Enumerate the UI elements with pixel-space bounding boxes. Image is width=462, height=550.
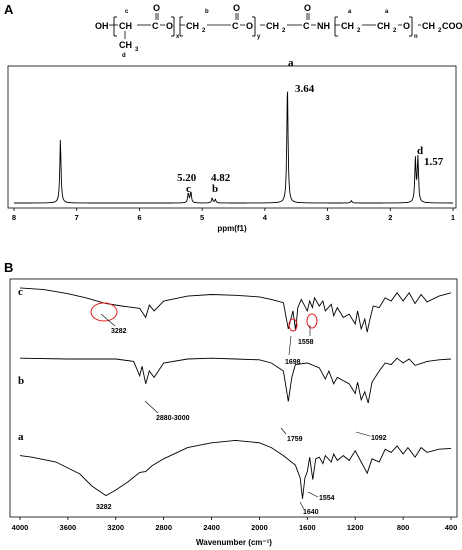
nmr-plot-frame [7,65,457,209]
struct-o2: O [246,21,253,31]
nmr-peak-label-a: a [288,57,294,69]
label-a-1: a [348,9,352,15]
panel-b-label: B [4,260,13,275]
ftir-chart: 4000 3600 3200 2800 2400 2000 1600 1200 800 400 W… [9,278,458,547]
ftir-plot-frame [9,278,458,518]
nmr-x-axis-title: ppm(f1) [217,224,247,233]
struct-ch3: CH [119,40,132,50]
nmr-tick-label: 8 [12,213,16,222]
subscript-2: 2 [438,28,442,34]
panel-a-label: A [4,2,14,17]
label-c: c [125,9,129,15]
ftir-ann-1554: 1554 [319,495,335,502]
nmr-tick-label: 1 [451,213,455,222]
nmr-peak-label-c: c [186,183,191,195]
highlight-circle-3282 [90,302,118,322]
ftir-tick-label: 2000 [251,523,268,532]
subscript-2: 2 [357,28,361,34]
ftir-tick-label: 3600 [60,523,77,532]
label-d: d [122,53,126,59]
ftir-tick-label: 4000 [12,523,29,532]
nmr-peak-label-b: b [212,183,218,195]
nmr-tick-label: 4 [263,213,268,222]
ftir-trace-b [19,357,452,404]
carbonyl-o-1: O [153,3,160,13]
ftir-ann-1640: 1640 [303,509,319,516]
sub-n: n [414,34,418,40]
ftir-ann-2880-3000: 2880-3000 [156,415,190,422]
ftir-ann-1558: 1558 [298,339,314,346]
label-a-2: a [385,9,389,15]
chemical-structure: O O O c b a a OH CH C O x CH 2 [95,3,462,59]
ftir-tick-label: 400 [445,523,458,532]
struct-ch2-c: CH [266,21,279,31]
struct-ch: CH [119,21,132,31]
nmr-tick-label: 6 [137,213,141,222]
struct-ch2-a1: CH [341,21,354,31]
nmr-tick-label: 3 [325,213,329,222]
ftir-x-axis-title: Wavenumber (cm⁻¹) [196,538,272,547]
carbonyl-o-2: O [233,3,240,13]
ftir-trace-label-b: b [18,375,24,387]
ftir-tick-label: 800 [397,523,410,532]
nmr-tick-label: 2 [388,213,392,222]
nmr-tick-label: 7 [75,213,79,222]
sub-y: y [257,34,261,40]
ftir-trace-label-c: c [18,286,23,298]
nmr-peak-value-c: 5.20 [177,172,197,184]
struct-ch2-e: CH [422,21,435,31]
nmr-peak-value-b: 4.82 [211,172,231,184]
nmr-peak-label-d: d [417,145,423,157]
highlight-circle-1698 [288,318,298,332]
struct-oh: OH [95,21,109,31]
struct-nh: NH [317,21,330,31]
struct-c2: C [232,21,239,31]
subscript-2: 2 [282,28,286,34]
nmr-tick-label: 5 [200,213,204,222]
nmr-peak-value-a: 3.64 [295,83,315,95]
struct-o1: O [166,21,173,31]
struct-cooh: COOH [442,21,462,31]
nmr-x-ticks: 8 7 6 5 4 3 2 1 [12,208,455,222]
highlight-circle-1558 [306,313,318,329]
subscript-2: 2 [202,28,206,34]
struct-ch2-a2: CH [377,21,390,31]
nmr-peak-value-d: 1.57 [424,156,444,168]
ftir-ann-3282-c: 3282 [111,328,127,335]
ftir-ann-1698: 1698 [285,359,301,366]
ftir-ann-1092: 1092 [371,435,387,442]
ftir-trace-c [19,287,452,333]
label-b: b [205,9,209,15]
ftir-tick-label: 1600 [299,523,316,532]
struct-o3: O [403,21,410,31]
carbonyl-o-3: O [304,3,311,13]
ftir-tick-label: 1200 [347,523,364,532]
sub-x: x [176,34,180,40]
nmr-spectrum-line [14,91,453,204]
ftir-x-ticks: 4000 3600 3200 2800 2400 2000 1600 1200 800 400 [12,517,458,532]
ftir-tick-label: 2800 [155,523,172,532]
ftir-tick-label: 2400 [203,523,220,532]
ftir-trace-a [19,439,452,499]
subscript-2: 2 [393,28,397,34]
ftir-ann-1759: 1759 [287,436,303,443]
struct-c1: C [152,21,159,31]
ftir-tick-label: 3200 [107,523,124,532]
ftir-trace-label-a: a [18,431,24,443]
struct-c3: C [303,21,310,31]
ftir-ann-3282-a: 3282 [96,504,112,511]
struct-ch2-b: CH [186,21,199,31]
subscript-3: 3 [135,47,139,53]
